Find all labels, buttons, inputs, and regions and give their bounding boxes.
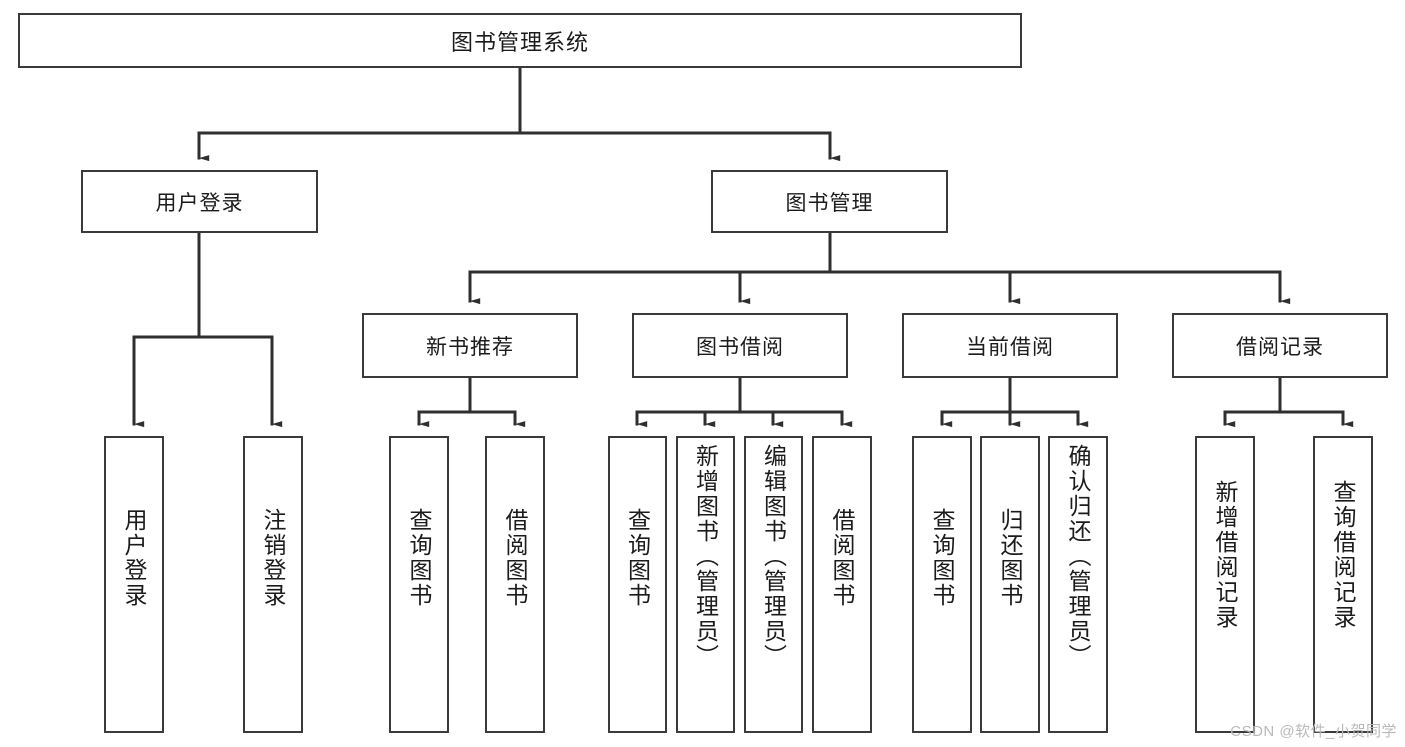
node-leaf-query-book-3[interactable]: 查询图书 — [912, 436, 972, 733]
node-current-borrow[interactable]: 当前借阅 — [902, 313, 1118, 378]
watermark-text: CSDN @软件_小贺同学 — [1230, 723, 1397, 740]
node-leaf-query-book-3-label: 查询图书 — [929, 508, 956, 608]
node-leaf-borrow-book-1-label: 借阅图书 — [502, 508, 529, 608]
node-user-login[interactable]: 用户登录 — [81, 170, 318, 233]
node-leaf-edit-book-label: 编辑图书（管理员） — [760, 444, 787, 669]
node-current-borrow-label: 当前借阅 — [966, 335, 1054, 359]
node-leaf-query-book-2[interactable]: 查询图书 — [608, 436, 667, 733]
node-book-management[interactable]: 图书管理 — [711, 170, 948, 233]
node-book-borrow-label: 图书借阅 — [696, 335, 784, 359]
node-leaf-borrow-book-1[interactable]: 借阅图书 — [485, 436, 545, 733]
node-leaf-return-book[interactable]: 归还图书 — [980, 436, 1040, 733]
node-book-borrow[interactable]: 图书借阅 — [632, 313, 848, 378]
node-leaf-user-login[interactable]: 用户登录 — [104, 436, 164, 733]
node-leaf-query-record-label: 查询借阅记录 — [1330, 480, 1357, 630]
node-book-management-label: 图书管理 — [785, 191, 874, 215]
node-leaf-add-record[interactable]: 新增借阅记录 — [1195, 436, 1255, 733]
node-leaf-confirm-return[interactable]: 确认归还（管理员） — [1048, 436, 1108, 733]
node-leaf-return-book-label: 归还图书 — [997, 508, 1024, 608]
node-user-login-label: 用户登录 — [155, 191, 244, 215]
node-leaf-add-book[interactable]: 新增图书（管理员） — [676, 436, 735, 733]
node-leaf-borrow-book-2[interactable]: 借阅图书 — [812, 436, 872, 733]
node-root-label: 图书管理系统 — [450, 29, 589, 55]
node-leaf-confirm-return-label: 确认归还（管理员） — [1065, 444, 1092, 669]
node-leaf-borrow-book-2-label: 借阅图书 — [829, 508, 856, 608]
node-new-book-recommend[interactable]: 新书推荐 — [362, 313, 578, 378]
node-leaf-user-login-label: 用户登录 — [121, 508, 148, 608]
node-leaf-add-book-label: 新增图书（管理员） — [692, 444, 719, 669]
node-leaf-logout-login-label: 注销登录 — [260, 508, 287, 608]
node-leaf-query-record[interactable]: 查询借阅记录 — [1313, 436, 1373, 733]
node-leaf-add-record-label: 新增借阅记录 — [1212, 480, 1239, 630]
node-leaf-edit-book[interactable]: 编辑图书（管理员） — [744, 436, 803, 733]
node-leaf-query-book-1[interactable]: 查询图书 — [389, 436, 449, 733]
node-new-book-recommend-label: 新书推荐 — [426, 335, 514, 359]
node-leaf-query-book-1-label: 查询图书 — [406, 508, 433, 608]
node-borrow-record[interactable]: 借阅记录 — [1172, 313, 1388, 378]
node-root[interactable]: 图书管理系统 — [18, 13, 1022, 68]
node-leaf-logout-login[interactable]: 注销登录 — [243, 436, 303, 733]
node-leaf-query-book-2-label: 查询图书 — [624, 508, 651, 608]
node-borrow-record-label: 借阅记录 — [1236, 335, 1324, 359]
